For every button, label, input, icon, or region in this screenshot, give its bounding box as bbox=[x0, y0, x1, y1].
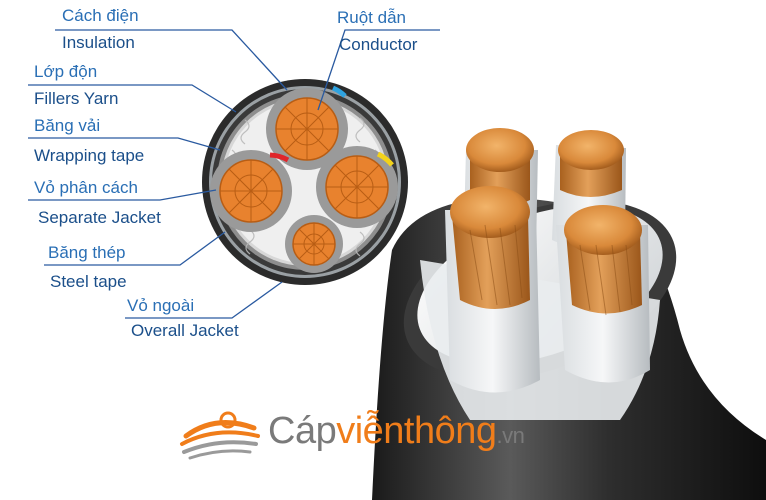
label-wrapping-en: Wrapping tape bbox=[34, 146, 145, 165]
label-fillers-en: Fillers Yarn bbox=[34, 89, 119, 108]
label-conductor-en: Conductor bbox=[339, 35, 418, 54]
label-separate-en: Separate Jacket bbox=[38, 208, 161, 227]
brand-text-vienthong: viễnthông bbox=[336, 410, 497, 452]
conductor-left bbox=[219, 159, 283, 223]
red-core-mark bbox=[269, 152, 290, 163]
conductor-right bbox=[325, 155, 389, 219]
conductor-bottom bbox=[292, 222, 336, 266]
leader-overall bbox=[125, 281, 283, 319]
label-separate-vi: Vỏ phân cách bbox=[34, 178, 138, 197]
label-insulation-en: Insulation bbox=[62, 33, 135, 52]
label-overall-en: Overall Jacket bbox=[131, 321, 239, 340]
yellow-core-mark bbox=[376, 151, 394, 167]
leader-separate bbox=[28, 189, 217, 201]
label-conductor-vi: Ruột dẫn bbox=[337, 8, 406, 27]
leader-fillers bbox=[28, 84, 237, 113]
brand-text-domain: .vn bbox=[496, 423, 525, 448]
blue-core-mark bbox=[331, 85, 347, 98]
label-overall-vi: Vỏ ngoài bbox=[127, 296, 195, 315]
label-steel-vi: Băng thép bbox=[48, 243, 126, 262]
label-wrapping-vi: Băng vải bbox=[34, 116, 101, 135]
leader-conductor bbox=[317, 29, 440, 111]
leader-insulation bbox=[55, 29, 288, 91]
brand-wordmark: Cápviễnthông.vn bbox=[268, 408, 525, 459]
leader-steel bbox=[44, 231, 226, 266]
label-insulation-vi: Cách điện bbox=[62, 6, 139, 25]
conductor-top bbox=[275, 97, 339, 161]
label-fillers-vi: Lớp độn bbox=[34, 62, 98, 81]
leader-wrapping bbox=[28, 137, 221, 151]
brand-text-cap: Cáp bbox=[268, 410, 337, 452]
brand-logo-icon bbox=[180, 411, 260, 460]
label-steel-en: Steel tape bbox=[50, 272, 127, 291]
